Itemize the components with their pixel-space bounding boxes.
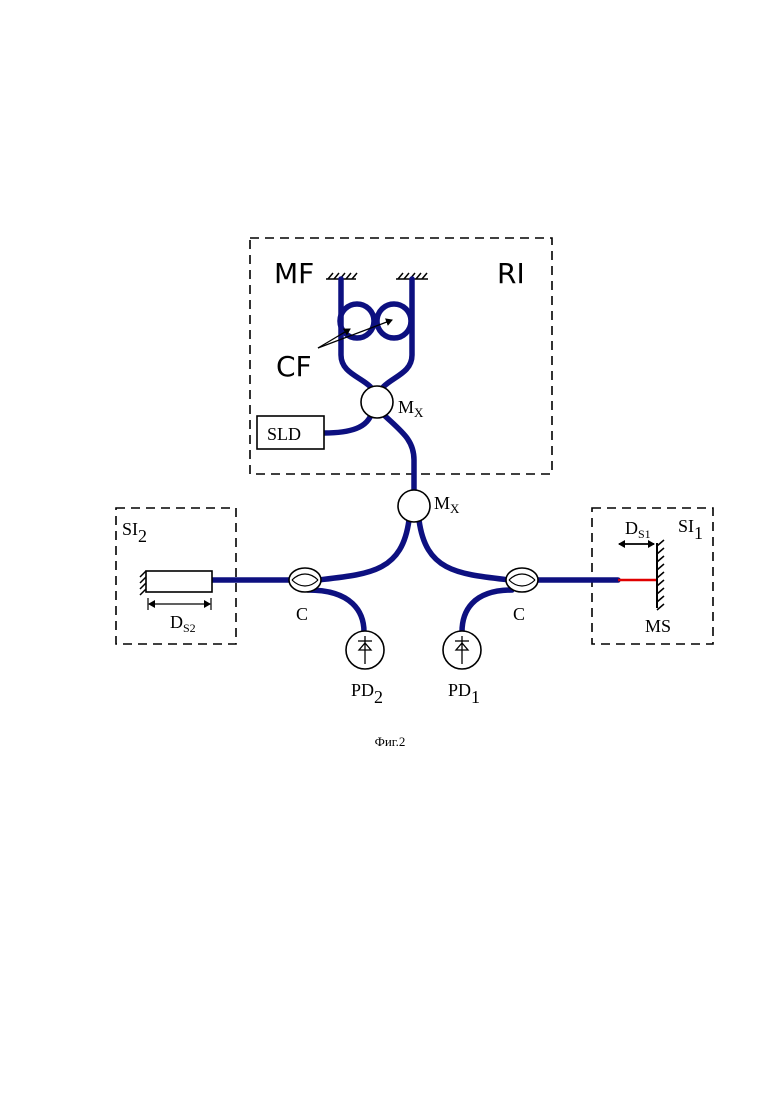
fiber-left-to-pd2 — [308, 590, 364, 632]
circulator-right — [506, 568, 538, 592]
label-pd2: PD2 — [351, 680, 383, 707]
fiber-right-to-pd1 — [462, 590, 512, 632]
label-pd1: PD1 — [448, 680, 480, 707]
fiber-end-hatch — [140, 571, 146, 595]
cf-pointer-1 — [318, 329, 350, 348]
label-c-right: C — [513, 604, 525, 624]
mixer-middle — [398, 490, 430, 522]
label-si1: SI1 — [678, 516, 703, 543]
fiber-mid-to-left-circulator — [318, 520, 409, 580]
fiber-mx-to-mx — [384, 415, 414, 495]
label-mx-mid: MX — [434, 493, 460, 516]
label-sld: SLD — [267, 424, 301, 444]
ri-fiber-to-sld — [324, 412, 372, 433]
label-mx-top: MX — [398, 397, 424, 420]
fiber-mid-to-right-circulator — [419, 520, 510, 580]
label-cf: CF — [276, 350, 312, 383]
label-ds1: DS1 — [625, 518, 651, 541]
label-ms: MS — [645, 616, 671, 636]
fiber-coil-right — [377, 304, 411, 338]
mixer-top — [361, 386, 393, 418]
figure-caption: Фиг.2 — [375, 734, 406, 749]
label-si2: SI2 — [122, 519, 147, 546]
label-ds2: DS2 — [170, 612, 196, 635]
fiber-end-block — [146, 571, 212, 592]
label-mf: MF — [274, 257, 314, 290]
label-c-left: C — [296, 604, 308, 624]
photodiode-pd2 — [346, 631, 384, 669]
mirror-ms — [657, 540, 664, 610]
label-ri: RI — [497, 257, 525, 290]
circulator-left — [289, 568, 321, 592]
photodiode-pd1 — [443, 631, 481, 669]
